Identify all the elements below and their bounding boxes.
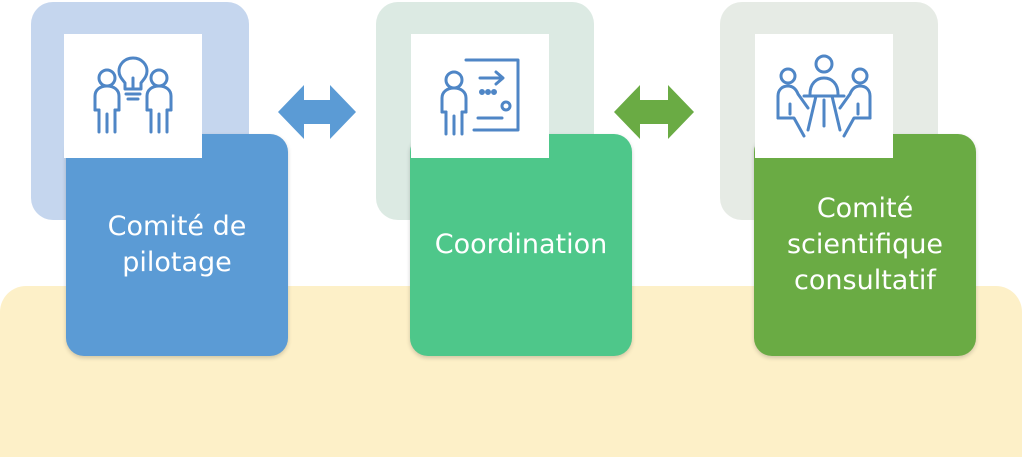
team-idea-icon: [64, 34, 202, 158]
presentation-icon: [411, 34, 549, 158]
double-arrow-icon: [614, 85, 694, 139]
meeting-table-icon: [755, 34, 893, 158]
step-card[interactable]: Coordination: [410, 134, 632, 356]
step-label: Comité de pilotage: [107, 211, 247, 278]
double-arrow-icon: [278, 85, 356, 139]
step-label: Comité scientifique consultatif: [786, 193, 944, 296]
step-card[interactable]: Comité scientifique consultatif: [754, 134, 976, 356]
step-card[interactable]: Comité de pilotage: [66, 134, 288, 356]
step-label: Coordination: [434, 229, 608, 260]
